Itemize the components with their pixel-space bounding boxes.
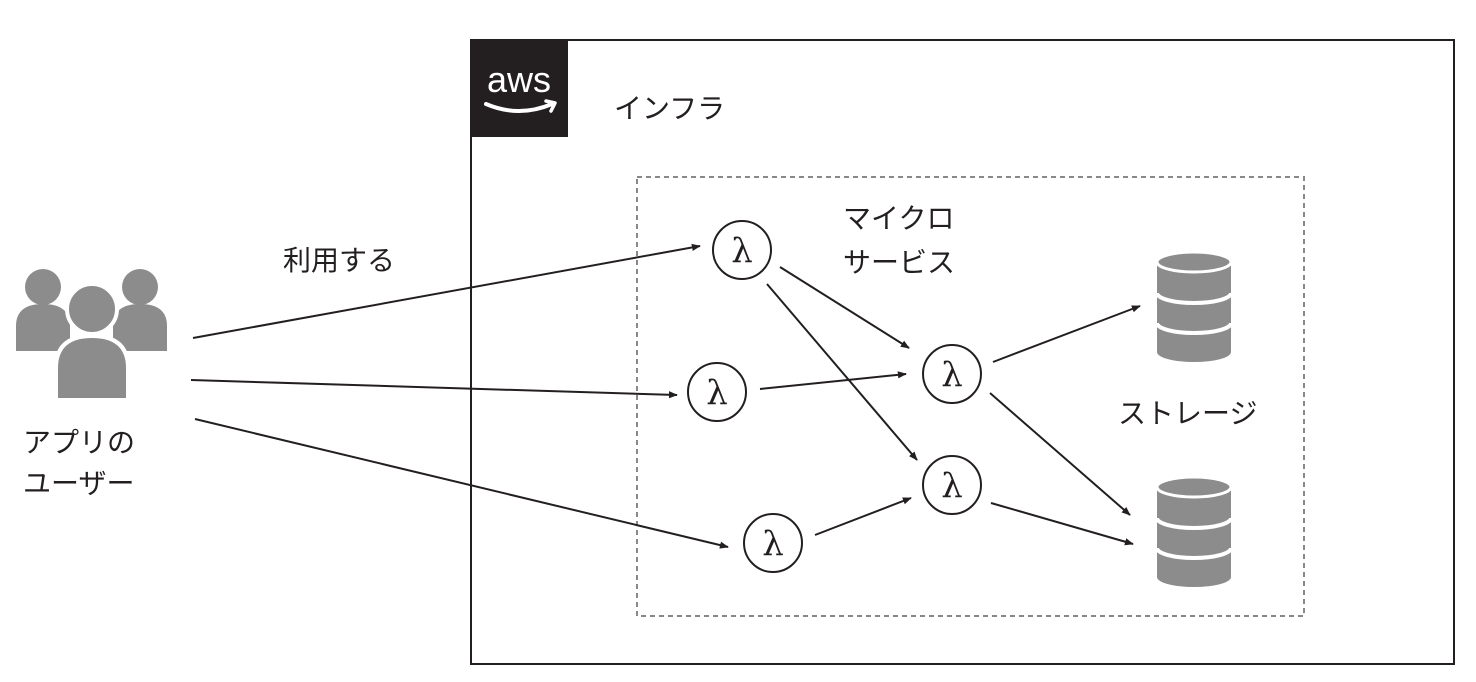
arrow-lambda1-to-lambda4	[779, 266, 910, 349]
arrow-user-to-lambda2	[190, 379, 678, 399]
lambda-node-3: λ	[743, 513, 803, 573]
database-icon-1	[1155, 250, 1233, 362]
svg-text:λ: λ	[941, 355, 963, 395]
aws-infra-box	[470, 39, 1455, 665]
arrow-lambda1-to-lambda5	[766, 283, 918, 461]
storage-label: ストレージ	[1118, 397, 1257, 430]
arrow-user-to-lambda1	[192, 243, 701, 339]
svg-text:λ: λ	[731, 231, 753, 271]
svg-text:λ: λ	[941, 466, 963, 506]
arrow-lambda2-to-lambda4	[759, 371, 907, 390]
users-icon	[16, 269, 167, 402]
lambda-node-5: λ	[922, 455, 982, 515]
arrow-lambda5-to-db2	[990, 502, 1134, 546]
database-icon-2	[1155, 475, 1233, 587]
users-label-line1: アプリの	[23, 426, 135, 459]
arrows	[190, 243, 1141, 549]
arrow-lambda3-to-lambda5	[814, 497, 912, 536]
lambda-icon	[922, 455, 982, 515]
aws-logo: aws	[471, 40, 568, 137]
aws-logo-text: aws	[487, 59, 551, 100]
arrow-lambda4-to-db1	[992, 305, 1141, 363]
lambda-icon	[712, 220, 772, 280]
lambda-node-1: λ	[712, 220, 772, 280]
use-label: 利用する	[283, 244, 395, 277]
infra-label: インフラ	[614, 92, 725, 125]
svg-text:λ: λ	[706, 373, 728, 413]
users-label-line2: ユーザー	[23, 467, 134, 500]
lambda-icon	[687, 362, 747, 422]
lambda-icon	[922, 344, 982, 404]
microservices-label-line1: マイクロ	[843, 202, 954, 235]
arrow-user-to-lambda3	[194, 418, 729, 549]
lambda-icon	[743, 513, 803, 573]
svg-text:λ: λ	[762, 524, 784, 564]
lambda-node-4: λ	[922, 344, 982, 404]
arrow-lambda4-to-db2	[989, 392, 1131, 516]
lambda-node-2: λ	[687, 362, 747, 422]
microservices-box	[636, 176, 1305, 617]
microservices-label-line2: サービス	[843, 246, 955, 279]
